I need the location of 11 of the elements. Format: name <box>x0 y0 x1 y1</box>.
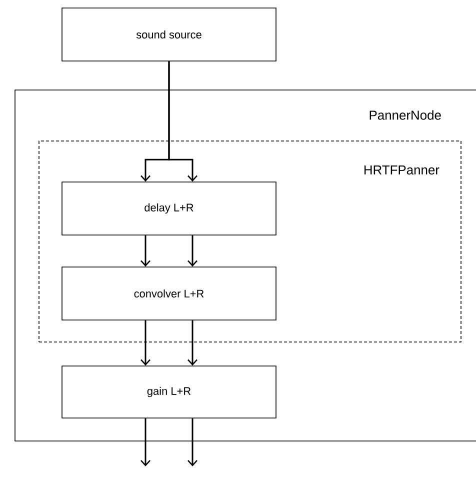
arrow <box>188 320 198 366</box>
arrow <box>140 320 150 366</box>
process-box: sound source <box>62 8 276 62</box>
process-box: convolver L+R <box>62 266 276 320</box>
arrow <box>168 61 198 182</box>
process-box: delay L+R <box>62 182 276 236</box>
arrow <box>140 418 150 466</box>
arrow <box>188 235 198 267</box>
arrow <box>140 235 150 267</box>
process-box: gain L+R <box>62 366 276 418</box>
arrow <box>188 418 198 466</box>
